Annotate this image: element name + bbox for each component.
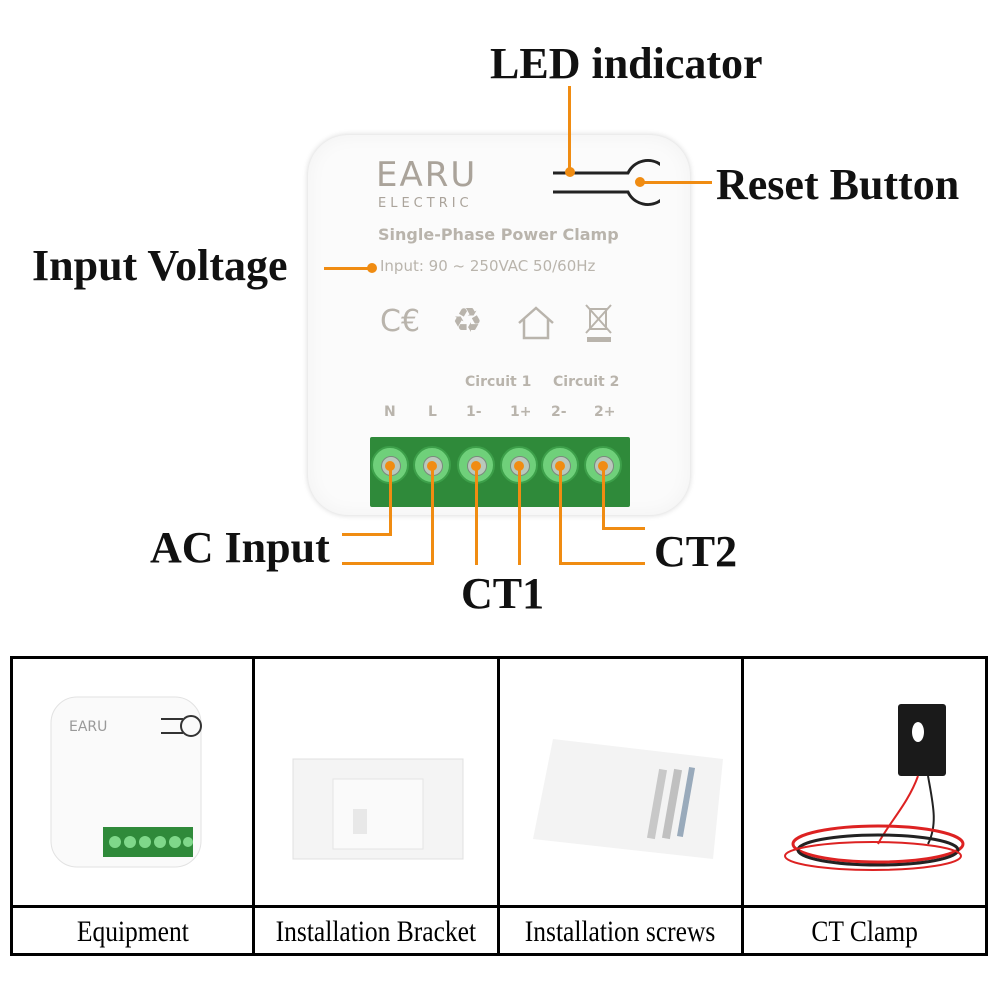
caption-installation-bracket: Installation Bracket [255,908,497,956]
terminal-label-2minus: 2- [551,404,567,420]
callout-reset-button: Reset Button [716,160,960,209]
ct1-plus-line [518,465,521,565]
ct1-plus-dot [514,461,524,471]
ct2-plus-line-h [602,527,645,530]
caption-text: Installation screws [525,915,716,948]
indoor-house-icon [518,306,554,340]
ct2-minus-line-h [559,562,645,565]
terminal-label-1minus: 1- [466,404,482,420]
ce-mark-icon: C€ [380,304,421,339]
reset-callout-dot [635,177,645,187]
ct2-minus-line [559,465,562,565]
voltage-callout-dot [367,263,377,273]
l-dot [427,461,437,471]
callout-led-indicator: LED indicator [490,39,763,88]
led-callout-line [568,86,571,172]
circuit1-label: Circuit 1 [465,374,532,390]
brand-sub: ELECTRIC [378,196,473,211]
callout-ct1: CT1 [461,569,545,618]
ct2-plus-dot [598,461,608,471]
ct2-plus-line [602,465,605,530]
terminal-label-l: L [428,404,437,420]
n-callout-line-h [342,533,392,536]
terminal-label-n: N [384,404,396,420]
voltage-callout-line [324,267,370,270]
l-callout-line [431,465,434,565]
model-name: Single-Phase Power Clamp [378,225,619,244]
n-callout-line [389,465,392,536]
caption-installation-screws: Installation screws [500,908,741,956]
installation-bracket-image [292,758,464,860]
package-contents-table: EARU Equipment Installation Bracket Inst… [10,656,988,956]
callout-input-voltage: Input Voltage [32,241,288,290]
brand-logo: EARU [376,155,478,195]
callout-ct2: CT2 [654,527,738,576]
n-dot [385,461,395,471]
circuit2-label: Circuit 2 [553,374,620,390]
l-callout-line-h [342,562,434,565]
ct1-minus-line [475,465,478,565]
recycle-icon: ♻ [452,301,483,341]
terminal-label-1plus: 1+ [510,404,532,420]
callout-ac-input: AC Input [150,523,330,572]
terminal-label-2plus: 2+ [594,404,616,420]
caption-ct-clamp: CT Clamp [744,908,985,956]
reset-callout-line [640,181,712,184]
caption-equipment: Equipment [13,908,252,956]
ct2-minus-dot [555,461,565,471]
caption-text: Installation Bracket [275,915,477,948]
weee-bin-icon [585,304,612,342]
svg-text:EARU: EARU [69,719,107,735]
equipment-image: EARU [50,696,202,868]
reset-button-icon [553,159,660,206]
caption-text: Equipment [76,915,189,948]
led-callout-dot [565,167,575,177]
ct1-minus-dot [471,461,481,471]
installation-screws-image [533,739,723,859]
caption-text: CT Clamp [811,915,918,948]
ct-clamp-image [784,704,965,871]
input-rating: Input: 90 ~ 250VAC 50/60Hz [380,257,596,275]
